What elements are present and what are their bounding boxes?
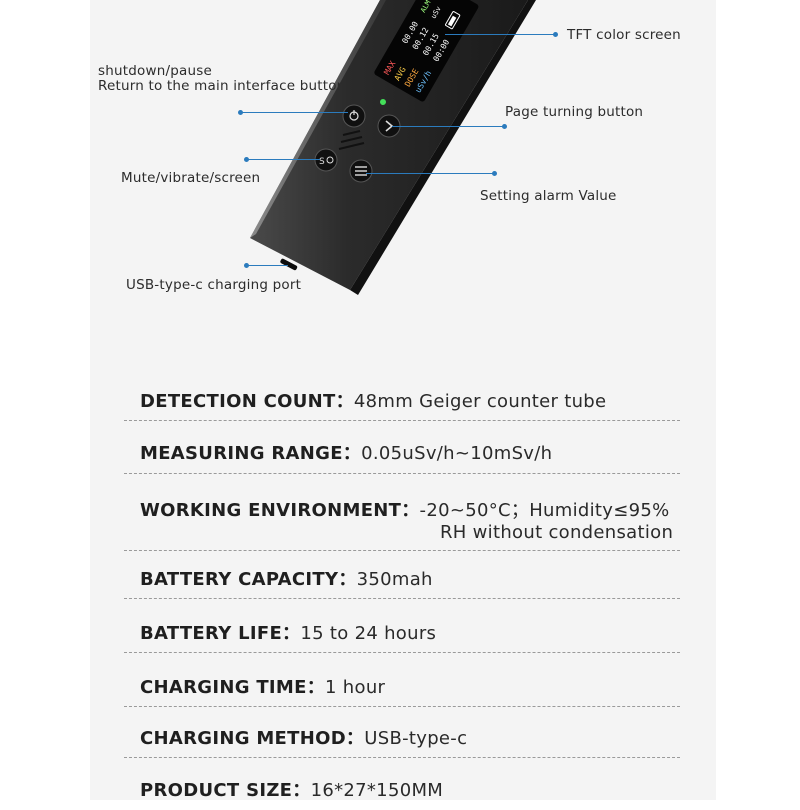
spec-value: 350mah <box>356 569 433 590</box>
spec-label: BATTERY CAPACITY： <box>140 569 357 590</box>
spec-value-continued: RH without condensation <box>440 522 674 543</box>
callout-alarm-label: Setting alarm Value <box>480 188 617 204</box>
mute-button: S <box>314 148 338 172</box>
shutdown-button <box>342 104 366 128</box>
spec-label: CHARGING TIME： <box>140 677 326 698</box>
battery-icon <box>445 11 461 30</box>
left-margin <box>0 0 90 800</box>
spec-label: DETECTION COUNT： <box>140 391 354 412</box>
spec-value: 48mm Geiger counter tube <box>353 391 607 412</box>
callout-line-usb <box>246 265 288 266</box>
callout-line-alarm <box>366 173 494 174</box>
callout-return-label: Return to the main interface button <box>98 78 346 94</box>
callout-dot-tft <box>553 32 558 37</box>
speaker-grille-icon <box>338 130 365 150</box>
status-led-icon <box>380 99 386 105</box>
spec-label: WORKING ENVIRONMENT： <box>140 500 420 521</box>
spec-label: PRODUCT SIZE： <box>140 780 311 801</box>
spec-row-detection: DETECTION COUNT：48mm Geiger counter tube <box>124 375 680 421</box>
spec-row-environment: WORKING ENVIRONMENT：-20~50°C；Humidity≤95… <box>124 474 680 551</box>
spec-row-range: MEASURING RANGE：0.05uSv/h~10mSv/h <box>124 421 680 474</box>
callout-dot-page <box>502 124 507 129</box>
callout-mute-label: Mute/vibrate/screen <box>121 170 261 186</box>
spec-value: 1 hour <box>325 677 386 698</box>
callout-page-label: Page turning button <box>505 104 644 120</box>
device-illustration: MAX AVG DOSE uSv/h 00.00 00.12 00.15 00:… <box>0 0 800 360</box>
spec-value: 16*27*150MM <box>310 780 444 801</box>
tft-screen: MAX AVG DOSE uSv/h 00.00 00.12 00.15 00:… <box>374 0 479 102</box>
callout-line-tft <box>445 34 555 35</box>
spec-label: CHARGING METHOD： <box>140 728 365 749</box>
callout-usb-label: USB-type-c charging port <box>126 277 302 293</box>
spec-value: 0.05uSv/h~10mSv/h <box>361 443 553 464</box>
spec-row-charging-time: CHARGING TIME：1 hour <box>124 653 680 707</box>
spec-row-product-size: PRODUCT SIZE：16*27*150MM <box>124 758 680 810</box>
callout-line-shutdown <box>240 112 348 113</box>
spec-label: MEASURING RANGE： <box>140 443 362 464</box>
svg-text:S: S <box>319 157 325 167</box>
spec-list: DETECTION COUNT：48mm Geiger counter tube… <box>124 375 680 810</box>
callout-line-mute <box>246 159 320 160</box>
callout-tft-label: TFT color screen <box>567 27 681 43</box>
spec-value: 15 to 24 hours <box>300 623 437 644</box>
spec-value: USB-type-c <box>364 728 468 749</box>
device-body <box>250 0 528 290</box>
spec-value: -20~50°C；Humidity≤95% <box>419 500 670 521</box>
alarm-setting-button <box>349 159 373 183</box>
usb-port <box>280 258 298 271</box>
callout-shutdown-label: shutdown/pause <box>98 63 212 79</box>
callout-dot-alarm <box>492 171 497 176</box>
spec-row-battery-capacity: BATTERY CAPACITY：350mah <box>124 551 680 599</box>
spec-label: BATTERY LIFE： <box>140 623 301 644</box>
spec-row-battery-life: BATTERY LIFE：15 to 24 hours <box>124 599 680 653</box>
geiger-counter-device: MAX AVG DOSE uSv/h 00.00 00.12 00.15 00:… <box>250 0 536 295</box>
spec-row-charging-method: CHARGING METHOD：USB-type-c <box>124 707 680 758</box>
callout-line-page <box>392 126 504 127</box>
